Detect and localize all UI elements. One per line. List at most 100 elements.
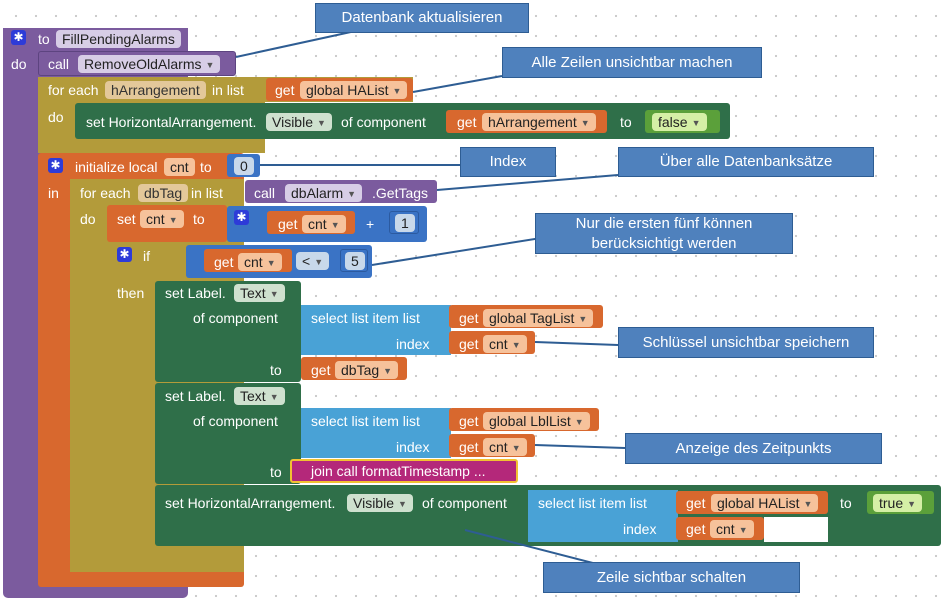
in-label: in	[48, 185, 59, 201]
dropdown-arrow-icon: ▼	[907, 499, 917, 509]
text-prop-dropdown[interactable]: Text▼	[234, 387, 285, 405]
visible-prop-dropdown[interactable]: Visible ▼	[266, 113, 332, 131]
callout-schluessel: Schlüssel unsichtbar speichern	[618, 327, 874, 358]
select-list-item-label: select list item list	[311, 413, 420, 429]
connector-line	[412, 75, 503, 93]
false-value: false	[658, 114, 688, 130]
to-label: to	[620, 114, 632, 130]
cnt-var-name: cnt	[146, 211, 165, 227]
global-halist-dropdown[interactable]: global HAList▼	[300, 81, 408, 99]
global-lbllist-dropdown[interactable]: global LblList▼	[483, 412, 590, 430]
dropdown-arrow-icon: ▼	[398, 499, 407, 509]
local-var-field[interactable]: cnt	[164, 158, 195, 176]
visible-prop-name: Visible	[353, 495, 394, 511]
procedure-name-field[interactable]: FillPendingAlarms	[56, 30, 181, 48]
dropdown-arrow-icon: ▼	[580, 118, 590, 128]
foreach-label: for each	[48, 82, 99, 98]
dropdown-arrow-icon: ▼	[269, 289, 279, 299]
dropdown-arrow-icon: ▼	[347, 189, 357, 199]
to-label: to	[270, 464, 282, 480]
global-taglist-dropdown[interactable]: global TagList▼	[483, 309, 594, 327]
cnt-name: cnt	[489, 439, 508, 455]
harrangement-name: hArrangement	[488, 114, 577, 130]
number-five-field[interactable]: 5	[345, 252, 365, 270]
get-label: get	[459, 310, 479, 326]
set-label-label: set Label.	[165, 388, 226, 404]
gettags-method: .GetTags	[372, 185, 429, 201]
dropdown-arrow-icon: ▼	[168, 215, 178, 225]
foreach-var-field[interactable]: dbTag	[138, 184, 189, 202]
dropdown-arrow-icon: ▼	[317, 118, 326, 128]
dropdown-arrow-icon: ▼	[803, 499, 813, 509]
dbalarm-name: dbAlarm	[291, 185, 344, 201]
number-zero-field[interactable]: 0	[234, 157, 254, 175]
harrangement-dropdown[interactable]: hArrangement▼	[482, 113, 596, 131]
if-label: if	[143, 248, 150, 264]
callout-zeile-sichtbar: Zeile sichtbar schalten	[543, 562, 800, 593]
text-prop-name: Text	[240, 285, 266, 301]
gear-icon[interactable]: ✱	[117, 247, 132, 262]
cnt-dropdown[interactable]: cnt▼	[483, 335, 527, 353]
global-halist-name: global HAList	[717, 495, 800, 511]
connector-line	[235, 29, 361, 58]
cnt-dropdown[interactable]: cnt▼	[302, 215, 346, 233]
dropdown-arrow-icon: ▼	[392, 86, 402, 96]
to-label: to	[193, 211, 205, 227]
get-label: get	[686, 495, 706, 511]
select-list-item-block[interactable]	[301, 305, 451, 355]
cnt-var-dropdown[interactable]: cnt▼	[140, 210, 184, 228]
get-label: get	[214, 254, 234, 270]
less-than-dropdown[interactable]: <▼	[296, 252, 330, 270]
cnt-dropdown[interactable]: cnt▼	[238, 253, 282, 271]
in-list-label: in list	[191, 185, 223, 201]
dropdown-arrow-icon: ▼	[578, 314, 588, 324]
text-prop-name: Text	[240, 388, 266, 404]
dropdown-arrow-icon: ▼	[266, 258, 276, 268]
true-dropdown[interactable]: true▼	[873, 494, 923, 512]
set-label-label: set Label.	[165, 285, 226, 301]
procedure-do-label: do	[11, 56, 27, 72]
gear-icon[interactable]: ✱	[48, 158, 63, 173]
procedure-call-dropdown[interactable]: RemoveOldAlarms▼	[78, 55, 221, 73]
global-halist-name: global HAList	[306, 82, 389, 98]
dbtag-dropdown[interactable]: dbTag▼	[335, 361, 399, 379]
callout-index: Index	[460, 147, 556, 177]
callout-erste-fuenf: Nur die ersten fünf können berücksichtig…	[535, 213, 793, 254]
select-list-item-label: select list item list	[538, 495, 647, 511]
in-list-label: in list	[212, 82, 244, 98]
dbalarm-dropdown[interactable]: dbAlarm▼	[285, 184, 363, 202]
true-value: true	[879, 495, 904, 511]
get-label: get	[686, 521, 706, 537]
cnt-name: cnt	[716, 521, 735, 537]
gear-icon[interactable]: ✱	[234, 210, 249, 225]
call-label: call	[48, 56, 70, 72]
select-list-item-block[interactable]	[528, 490, 678, 542]
set-ha-label: set HorizontalArrangement.	[165, 495, 336, 511]
foreach-var-field[interactable]: hArrangement	[105, 81, 206, 99]
set-visible-false-block[interactable]	[75, 103, 730, 139]
text-prop-dropdown[interactable]: Text▼	[234, 284, 285, 302]
connector-line	[534, 341, 619, 346]
cnt-dropdown[interactable]: cnt▼	[710, 520, 754, 538]
get-label: get	[459, 413, 479, 429]
false-dropdown[interactable]: false▼	[652, 113, 707, 131]
dropdown-arrow-icon: ▼	[314, 257, 324, 267]
number-one-field[interactable]: 1	[395, 214, 415, 232]
plus-operator: +	[366, 216, 375, 232]
gear-icon[interactable]: ✱	[11, 30, 26, 45]
select-list-item-block[interactable]	[301, 408, 451, 458]
dropdown-arrow-icon: ▼	[574, 417, 584, 427]
visible-prop-dropdown[interactable]: Visible ▼	[347, 494, 413, 512]
global-taglist-name: global TagList	[489, 310, 575, 326]
join-formattimestamp-block[interactable]	[290, 459, 518, 483]
cnt-dropdown[interactable]: cnt▼	[483, 438, 527, 456]
connector-line	[436, 174, 619, 191]
cnt-name: cnt	[489, 336, 508, 352]
global-halist-dropdown[interactable]: global HAList▼	[711, 494, 819, 512]
of-component-label: of component	[422, 495, 507, 511]
call-label: call	[254, 185, 276, 201]
dropdown-arrow-icon: ▼	[269, 392, 279, 402]
visible-prop-name: Visible	[272, 114, 313, 130]
to-label: to	[840, 495, 852, 511]
